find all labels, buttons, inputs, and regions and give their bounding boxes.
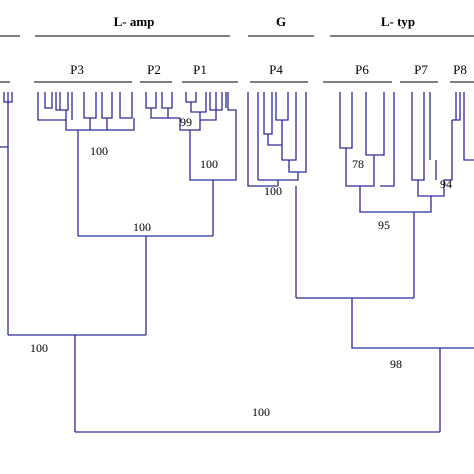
- bootstrap-label: 100: [30, 341, 48, 355]
- branch-right-node: [296, 297, 474, 432]
- subgroup-label-p6: P6: [355, 62, 369, 77]
- branch-left-cut: [0, 92, 13, 335]
- bootstrap-label: 100: [90, 144, 108, 158]
- bootstrap-label: 99: [180, 115, 192, 129]
- bootstrap-label: 78: [352, 157, 364, 171]
- bootstrap-label: 100: [252, 405, 270, 419]
- subgroup-label-p4: P4: [269, 62, 283, 77]
- subgroup-label-p1: P1: [193, 62, 207, 77]
- bootstrap-label: 100: [133, 220, 151, 234]
- subgroup-label-p7: P7: [414, 62, 428, 77]
- branch-l-amp: [78, 235, 213, 335]
- bootstrap-label: 100: [200, 157, 218, 171]
- branch-p2: [145, 92, 173, 119]
- branch-p6: [339, 92, 414, 213]
- branch-p1: [168, 92, 237, 236]
- bootstrap-label: 95: [378, 218, 390, 232]
- branch-p7: [411, 92, 474, 298]
- branch-p4: [247, 92, 307, 298]
- group-label-l-typ: L- typ: [381, 14, 415, 29]
- subgroup-label-p8: P8: [453, 62, 467, 77]
- bootstrap-label: 98: [390, 357, 402, 371]
- group-label-g: G: [276, 14, 286, 29]
- group-label-l-amp: L- amp: [114, 14, 155, 29]
- branch-left-node: [8, 334, 146, 432]
- subgroup-label-p3: P3: [70, 62, 84, 77]
- bootstrap-label: 94: [440, 177, 452, 191]
- bootstrap-label: 100: [264, 184, 282, 198]
- subgroup-label-p2: P2: [147, 62, 161, 77]
- branch-p3: [37, 92, 135, 236]
